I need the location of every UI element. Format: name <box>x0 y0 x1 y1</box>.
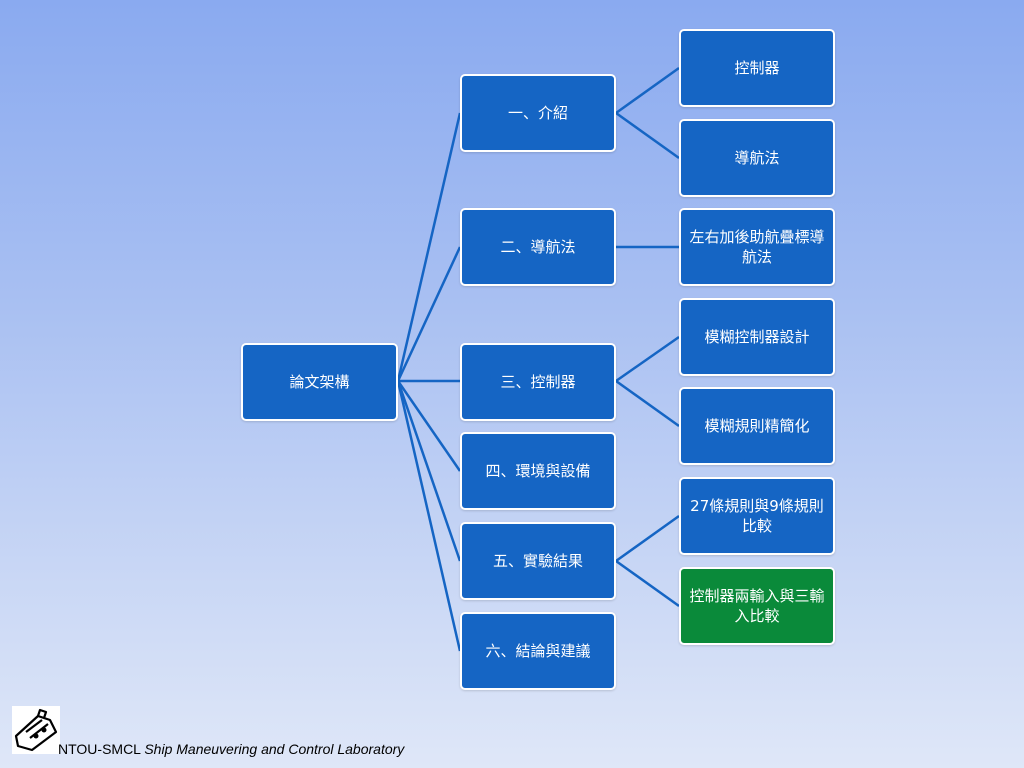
section-label: 六、結論與建議 <box>485 642 591 660</box>
section-label: 四、環境與設備 <box>485 462 591 480</box>
connector-root-s6 <box>396 380 462 652</box>
connector-root-s1 <box>396 112 462 382</box>
child-label: 27條規則與9條規則比較 <box>690 497 824 535</box>
connector-s3-c1 <box>615 335 680 383</box>
child-label: 模糊規則精簡化 <box>704 417 810 435</box>
section-node-results[interactable]: 五、實驗結果 <box>460 522 616 600</box>
section-node-intro[interactable]: 一、介紹 <box>460 74 616 152</box>
connector-root-s5 <box>396 380 462 562</box>
connector-s3-c2 <box>615 379 680 428</box>
child-node-navigation[interactable]: 導航法 <box>679 119 835 197</box>
child-node-rule-reduction[interactable]: 模糊規則精簡化 <box>679 387 835 465</box>
section-label: 一、介紹 <box>507 104 568 122</box>
child-node-fuzzy-design[interactable]: 模糊控制器設計 <box>679 298 835 376</box>
section-node-controller[interactable]: 三、控制器 <box>460 343 616 421</box>
child-label: 導航法 <box>734 149 780 167</box>
section-label: 二、導航法 <box>500 238 576 256</box>
section-node-navigation[interactable]: 二、導航法 <box>460 208 616 286</box>
child-node-controller[interactable]: 控制器 <box>679 29 835 107</box>
child-label: 控制器 <box>734 59 780 77</box>
connector-s5-c1 <box>615 514 680 563</box>
footer-org: NTOU-SMCL <box>58 741 141 757</box>
connector-s5-c2 <box>615 559 680 608</box>
child-node-input-comparison[interactable]: 控制器兩輸入與三輸入比較 <box>679 567 835 645</box>
root-label: 論文架構 <box>289 373 350 391</box>
child-label: 左右加後助航疊標導航法 <box>689 228 825 266</box>
child-label: 模糊控制器設計 <box>704 328 810 346</box>
connector-root-s2 <box>396 246 462 382</box>
section-label: 三、控制器 <box>500 373 576 391</box>
section-label: 五、實驗結果 <box>492 552 583 570</box>
section-node-environment[interactable]: 四、環境與設備 <box>460 432 616 510</box>
ship-icon <box>12 706 60 754</box>
connector-root-s4 <box>396 380 462 472</box>
connector-s1-c2 <box>615 111 680 160</box>
section-node-conclusion[interactable]: 六、結論與建議 <box>460 612 616 690</box>
child-node-leading-lights[interactable]: 左右加後助航疊標導航法 <box>679 208 835 286</box>
footer-caption: NTOU-SMCL Ship Maneuvering and Control L… <box>58 741 404 757</box>
child-label: 控制器兩輸入與三輸入比較 <box>689 587 825 625</box>
connector-s1-c1 <box>615 66 680 115</box>
footer-lab: Ship Maneuvering and Control Laboratory <box>144 741 405 757</box>
child-node-rule-comparison[interactable]: 27條規則與9條規則比較 <box>679 477 835 555</box>
root-node[interactable]: 論文架構 <box>241 343 398 421</box>
